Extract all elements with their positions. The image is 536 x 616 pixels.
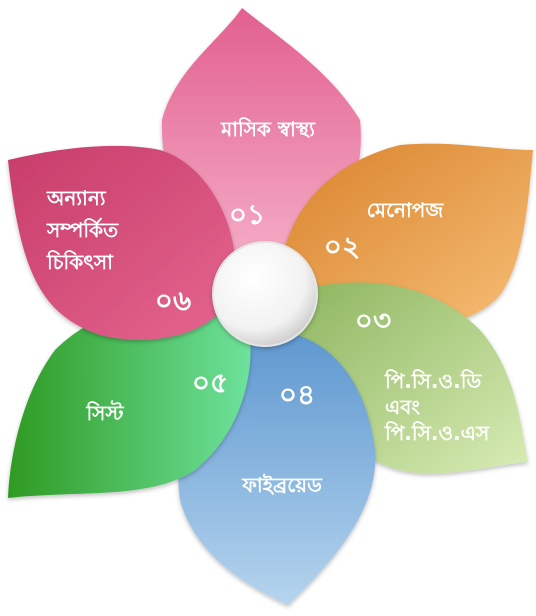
petal-5-number: ০৫ [192,366,228,399]
petal-6[interactable] [8,145,236,340]
petal-5[interactable] [8,299,251,498]
petal-3-label-line1: পি.সি.ও.ডি [384,369,482,393]
petal-3-label-line2: এবং [385,395,420,419]
petal-2-label: মেনোপজ [367,198,445,222]
center-circle [212,241,318,347]
petal-6-label-line1: অন্যান্য [46,186,107,210]
petal-3-number: ০৩ [355,304,391,337]
petal-1-number: ০১ [229,198,265,231]
petal-6-label-line2: সম্পর্কিত [46,217,119,242]
petal-4-label: ফাইব্রয়েড [241,473,323,497]
petal-5-label: সিস্ট [85,400,124,425]
petal-1-label: মাসিক স্বাস্থ্য [220,117,316,141]
petal-3-label-line3: পি.সি.ও.এস [384,421,490,445]
petal-2-number: ০২ [324,230,360,263]
petal-6-label-line3: চিকিৎসা [46,250,114,274]
petal-6-number: ০৬ [155,284,191,317]
petal-4-number: ০৪ [279,378,315,411]
petal-2[interactable] [279,143,533,328]
